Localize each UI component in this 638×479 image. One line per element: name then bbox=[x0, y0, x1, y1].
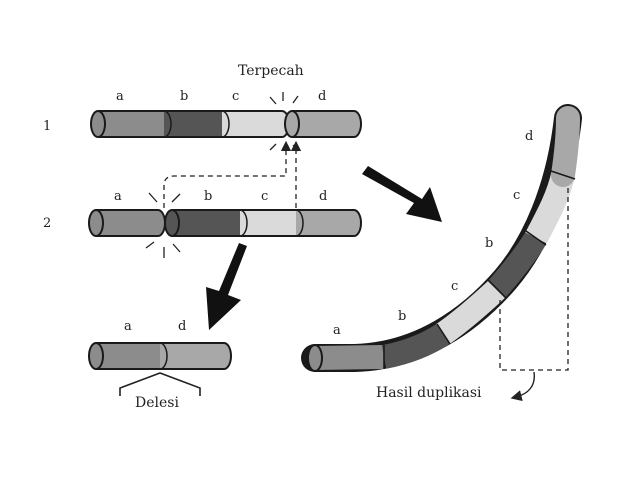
label-b: b bbox=[204, 189, 212, 204]
segment-a bbox=[314, 345, 385, 370]
label-d: d bbox=[525, 129, 533, 144]
label-d: d bbox=[319, 189, 327, 204]
row-1-number: 1 bbox=[43, 119, 51, 134]
label-d: d bbox=[318, 89, 326, 104]
segment-c bbox=[222, 111, 282, 137]
segment-a bbox=[96, 343, 160, 369]
label-b: b bbox=[180, 89, 188, 104]
chromosome-1-labels: a b c d bbox=[116, 89, 326, 104]
duplication-labels: a b c b c d bbox=[333, 129, 533, 338]
deletion-chromosome bbox=[88, 342, 232, 370]
dashed-transfer-lines bbox=[163, 140, 302, 208]
label-a: a bbox=[333, 323, 341, 338]
segment-c bbox=[436, 280, 506, 344]
arrow-to-deletion bbox=[206, 243, 247, 330]
chromosome-1 bbox=[90, 110, 362, 138]
label-c: c bbox=[513, 188, 520, 203]
segment-b bbox=[172, 210, 240, 236]
label-b: b bbox=[398, 309, 406, 324]
segment-b bbox=[381, 323, 450, 369]
break-label: Terpecah bbox=[238, 63, 304, 79]
segment-a bbox=[96, 210, 158, 236]
arrow-to-duplication bbox=[362, 166, 442, 222]
deletion-bracket bbox=[119, 372, 201, 396]
label-a: a bbox=[116, 89, 124, 104]
segment-d bbox=[296, 210, 354, 236]
segment-b-duplicate bbox=[487, 231, 547, 297]
row-2-number: 2 bbox=[43, 216, 51, 231]
label-c: c bbox=[232, 89, 239, 104]
label-c: c bbox=[261, 189, 268, 204]
break-burst-2 bbox=[145, 192, 181, 258]
segment-b bbox=[164, 111, 222, 137]
segment-a bbox=[98, 111, 164, 137]
duplication-dashed-bracket bbox=[499, 188, 569, 371]
chromosome-2 bbox=[88, 209, 362, 237]
deletion-label-a: a bbox=[124, 319, 132, 334]
segment-c bbox=[240, 210, 296, 236]
segment-d bbox=[551, 106, 580, 187]
deletion-caption: Delesi bbox=[135, 395, 179, 411]
segment-d bbox=[160, 343, 224, 369]
duplication-pointer bbox=[510, 371, 535, 402]
duplication-chromosome bbox=[301, 104, 582, 372]
duplication-caption: Hasil duplikasi bbox=[376, 385, 482, 401]
label-a: a bbox=[114, 189, 122, 204]
label-b: b bbox=[485, 236, 493, 251]
label-c: c bbox=[451, 279, 458, 294]
segment-d bbox=[292, 111, 354, 137]
deletion-label-d: d bbox=[178, 319, 186, 334]
chromosome-2-labels: a b c d bbox=[114, 189, 327, 204]
